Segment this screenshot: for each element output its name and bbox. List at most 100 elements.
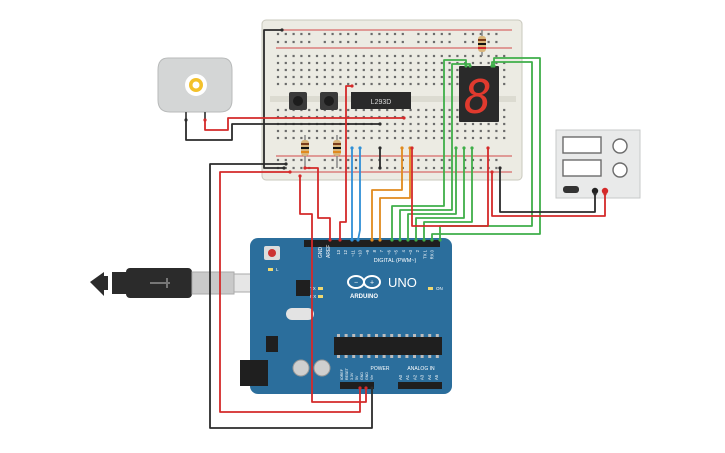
digital-pin-label: 7 <box>379 249 384 252</box>
resistor-button-2[interactable] <box>333 135 341 168</box>
capacitor-1 <box>292 359 310 377</box>
led-l-label: L <box>276 267 279 272</box>
power-pin-label: RESET <box>345 367 349 380</box>
resistor-top[interactable] <box>478 30 486 56</box>
wire-blue-2 <box>357 148 361 241</box>
arduino-logo-icon: − + <box>347 275 381 289</box>
digital-pin-label: 2 <box>415 249 420 252</box>
wire-end <box>490 64 494 68</box>
wires <box>185 29 606 429</box>
segment-digit: 8 <box>464 70 492 124</box>
wire-orange-1 <box>371 148 403 240</box>
wire-end <box>280 28 284 32</box>
usb-chip <box>296 280 310 296</box>
wire-end <box>422 238 426 242</box>
digital-pin-label: ~5 <box>394 249 399 254</box>
wire-green-2 <box>399 63 471 240</box>
led-rx-label: RX <box>310 294 316 299</box>
usb-cable[interactable] <box>90 268 259 298</box>
wire-end <box>398 238 402 242</box>
seven-segment-display[interactable]: 8 <box>459 66 499 124</box>
digital-pin-label: 13 <box>336 249 341 254</box>
analog-pin-label: A3 <box>420 374 425 380</box>
power-supply[interactable] <box>555 129 641 199</box>
wire-end <box>414 238 418 242</box>
digital-header[interactable] <box>304 240 440 247</box>
wire-end <box>203 118 207 122</box>
wire-end <box>184 118 188 122</box>
digital-pin-label: ~9 <box>365 249 370 254</box>
wire-end <box>288 170 292 174</box>
wire-end <box>400 146 404 150</box>
wire-end <box>486 146 490 150</box>
led-on-label: ON <box>436 286 443 291</box>
dc-motor[interactable] <box>157 57 233 120</box>
led-l <box>268 268 273 271</box>
wire-orange-2 <box>379 148 411 240</box>
motor-driver-ic[interactable]: L293D <box>351 92 411 109</box>
model-label: UNO <box>388 275 417 290</box>
wire-end <box>298 174 302 178</box>
wire-end <box>350 84 354 88</box>
wire-end <box>430 238 434 242</box>
wire-endpoints <box>184 28 607 390</box>
resistor-button-1[interactable] <box>301 135 309 168</box>
push-button-1[interactable] <box>289 92 307 110</box>
led-rx <box>318 295 323 298</box>
wire-end <box>282 166 286 170</box>
power-pin-label: IOREF <box>340 368 344 380</box>
wire-end <box>358 386 362 390</box>
wire-red-5v <box>219 171 361 413</box>
analog-pin-label: A5 <box>434 374 439 380</box>
wire-green-6 <box>431 57 541 240</box>
led-tx <box>318 287 323 290</box>
digital-pin-label: TX 1 <box>422 249 427 259</box>
analog-pin-label: A0 <box>398 374 403 380</box>
wire-black-gnd <box>209 163 373 429</box>
power-label: POWER <box>371 366 390 372</box>
svg-text:−: − <box>354 280 358 287</box>
microcontroller-chip <box>334 334 442 358</box>
dc-barrel-jack[interactable] <box>240 360 268 386</box>
digital-pin-label: ~3 <box>408 249 413 254</box>
analog-pin-label: A1 <box>405 374 410 380</box>
power-pin-label: 5V <box>355 375 359 380</box>
wire-end <box>378 146 382 150</box>
wire-end <box>378 122 382 126</box>
wire-end <box>390 238 394 242</box>
wire-end <box>358 146 362 150</box>
analog-label: ANALOG IN <box>407 366 435 372</box>
wire-end <box>454 146 458 150</box>
wire-black-supply <box>499 168 596 213</box>
wire-end <box>378 166 382 170</box>
wire-end <box>410 146 414 150</box>
reset-button[interactable] <box>264 246 280 260</box>
wire-red-button-1 <box>305 167 331 240</box>
power-pin-label: 3.3V <box>350 372 354 380</box>
svg-text:+: + <box>370 280 374 287</box>
wire-end <box>402 116 406 120</box>
wire-red-supply <box>491 172 606 217</box>
wire-end <box>468 64 472 68</box>
power-header[interactable] <box>340 382 374 389</box>
wire-green-7 <box>439 61 533 240</box>
push-button-2[interactable] <box>320 92 338 110</box>
digital-pin-label: ~6 <box>386 249 391 254</box>
wire-end <box>462 146 466 150</box>
wire-end <box>350 238 354 242</box>
wire-end <box>350 146 354 150</box>
wire-green-4 <box>415 148 465 240</box>
wire-end <box>464 64 468 68</box>
wire-end <box>328 238 332 242</box>
wire-end <box>338 238 342 242</box>
wire-green-3 <box>407 148 457 240</box>
analog-header[interactable] <box>398 382 442 389</box>
wire-end <box>303 166 307 170</box>
led-on <box>428 287 433 290</box>
digital-header-label: DIGITAL (PWM~) <box>374 258 417 264</box>
wire-end <box>593 192 597 196</box>
